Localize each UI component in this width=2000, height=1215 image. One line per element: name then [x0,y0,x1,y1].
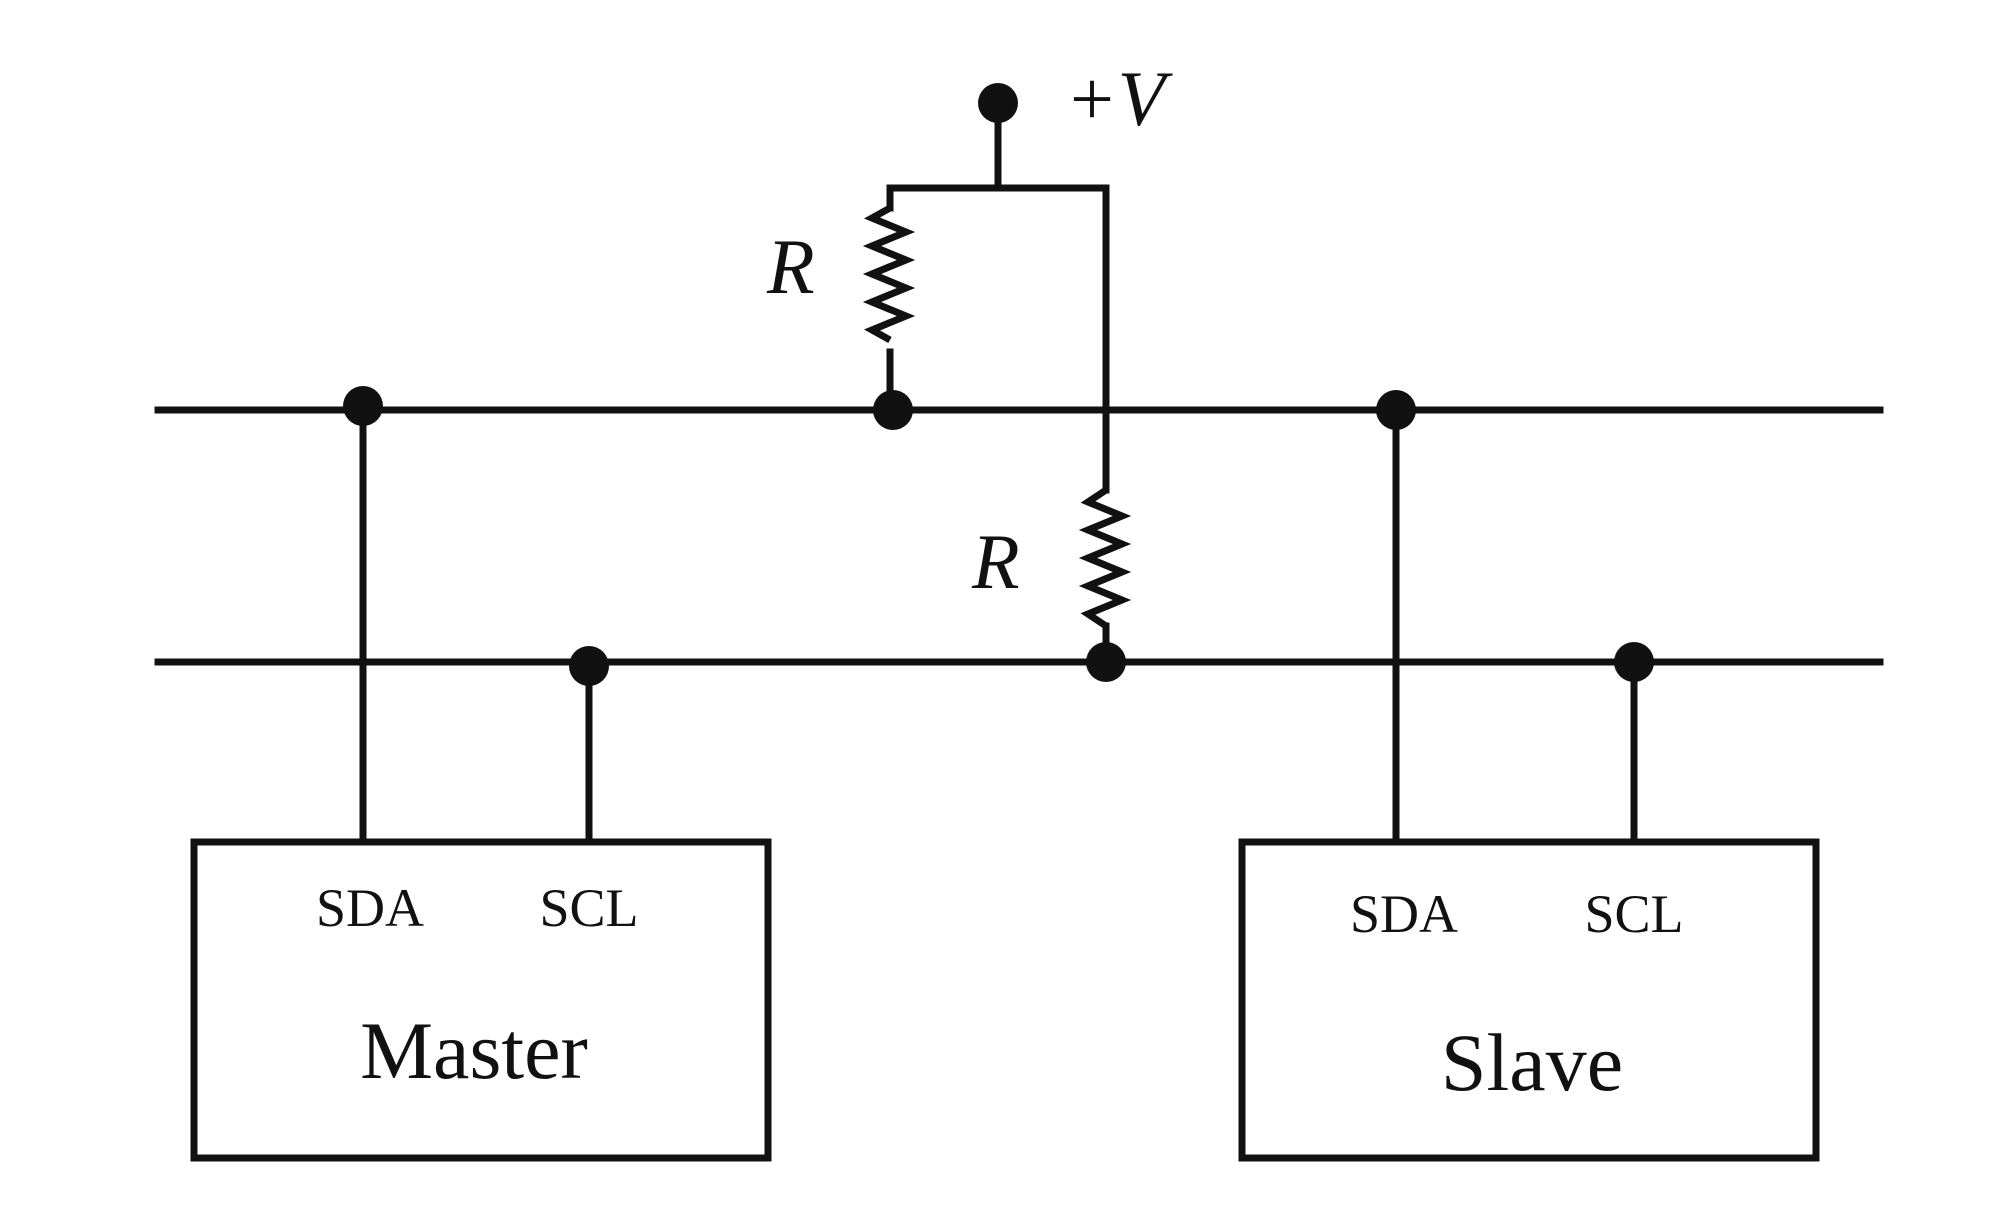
master-device-box [190,838,772,1162]
slave-scl-label: SCL [1584,884,1683,944]
r2-junction [1086,642,1126,682]
r1-junction [873,390,913,430]
r1-resistor [862,204,916,344]
slave-sda-label: SDA [1350,884,1458,944]
master-scl-label: SCL [539,878,638,938]
master-device-name: Master [360,1005,588,1096]
slave-device-box [1238,838,1820,1162]
r1-label: R [766,223,815,310]
r2-resistor [1078,487,1132,629]
r2-label: R [971,518,1020,605]
supply-label: +V [1065,55,1174,142]
master-sda-label: SDA [316,878,424,938]
slave-device-name: Slave [1441,1017,1623,1108]
